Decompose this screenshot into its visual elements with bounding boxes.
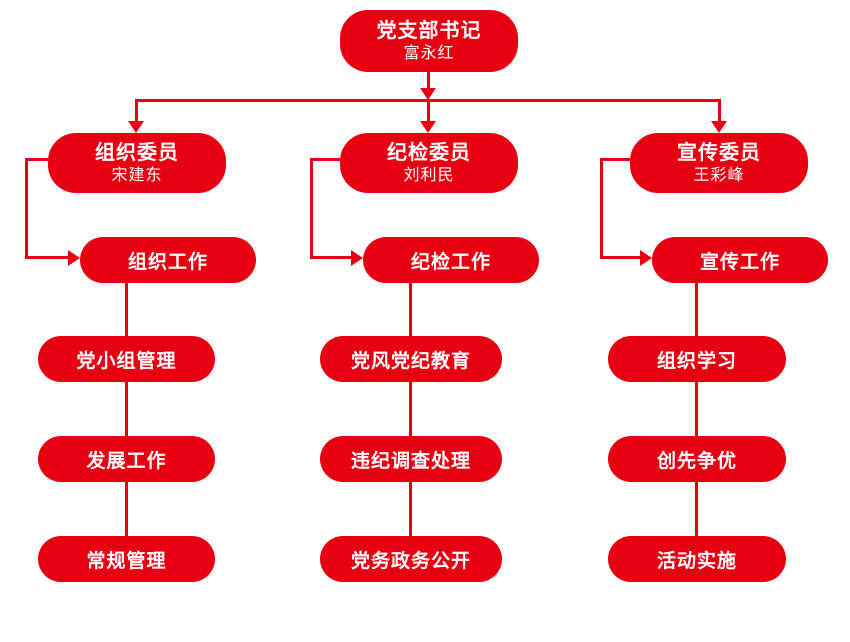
arrow-down-icon <box>420 121 436 133</box>
connector-drop-left <box>135 99 138 123</box>
committee-person-name: 刘利民 <box>403 166 455 184</box>
task-node: 党风党纪教育 <box>320 336 502 382</box>
task-label: 组织学习 <box>656 350 737 372</box>
task-label: 违纪调查处理 <box>350 450 471 472</box>
root-node: 党支部书记 富永红 <box>340 10 518 72</box>
connector-drop-middle <box>427 99 430 123</box>
task-node: 违纪调查处理 <box>320 436 502 482</box>
task-label: 党风党纪教育 <box>350 350 471 372</box>
connector-elbow-middle <box>310 158 340 161</box>
task-node: 党务政务公开 <box>320 536 502 582</box>
connector-drop-right <box>718 99 721 123</box>
root-role-title: 党支部书记 <box>376 19 482 42</box>
connector-column-left <box>125 280 128 338</box>
task-node: 活动实施 <box>608 536 786 582</box>
root-person-name: 富永红 <box>403 44 455 62</box>
committee-role-title: 宣传委员 <box>677 141 761 164</box>
connector-column-middle <box>409 380 412 438</box>
connector-elbow-left <box>25 158 28 259</box>
committee-person-name: 宋建东 <box>111 166 163 184</box>
connector-column-middle <box>409 280 412 338</box>
task-node: 发展工作 <box>38 436 215 482</box>
task-label: 党务政务公开 <box>350 550 471 572</box>
connector-elbow-middle <box>310 158 313 259</box>
committee-node-publicity: 宣传委员 王彩峰 <box>630 133 808 193</box>
connector-column-left <box>125 480 128 538</box>
work-label: 组织工作 <box>127 251 208 273</box>
work-node-publicity: 宣传工作 <box>652 237 828 283</box>
connector-column-right <box>695 480 698 538</box>
work-label: 宣传工作 <box>699 251 780 273</box>
task-node: 组织学习 <box>608 336 786 382</box>
connector-elbow-right <box>600 158 630 161</box>
connector-elbow-right <box>600 158 603 259</box>
connector-column-middle <box>409 480 412 538</box>
task-node: 创先争优 <box>608 436 786 482</box>
connector-column-right <box>695 280 698 338</box>
connector-elbow-middle <box>310 256 351 259</box>
task-node: 常规管理 <box>38 536 215 582</box>
work-node-discipline: 纪检工作 <box>363 237 539 283</box>
committee-node-discipline: 纪检委员 刘利民 <box>340 133 518 193</box>
committee-role-title: 组织委员 <box>95 141 179 164</box>
committee-role-title: 纪检委员 <box>387 141 471 164</box>
arrow-down-icon <box>128 121 144 133</box>
arrow-right-icon <box>68 250 80 266</box>
arrow-right-icon <box>351 250 363 266</box>
task-label: 发展工作 <box>86 450 167 472</box>
work-node-organization: 组织工作 <box>80 237 256 283</box>
connector-column-left <box>125 380 128 438</box>
connector-column-right <box>695 380 698 438</box>
arrow-right-icon <box>640 250 652 266</box>
work-label: 纪检工作 <box>410 251 491 273</box>
task-node: 党小组管理 <box>38 336 215 382</box>
arrow-down-icon <box>711 121 727 133</box>
arrow-down-icon <box>420 88 436 100</box>
connector-root-stem <box>427 72 430 90</box>
task-label: 活动实施 <box>656 550 737 572</box>
connector-elbow-left <box>25 158 48 161</box>
committee-person-name: 王彩峰 <box>693 166 745 184</box>
connector-elbow-right <box>600 256 640 259</box>
committee-node-organization: 组织委员 宋建东 <box>48 133 226 193</box>
task-label: 党小组管理 <box>76 350 177 372</box>
task-label: 常规管理 <box>86 550 167 572</box>
task-label: 创先争优 <box>656 450 737 472</box>
connector-elbow-left <box>25 256 68 259</box>
